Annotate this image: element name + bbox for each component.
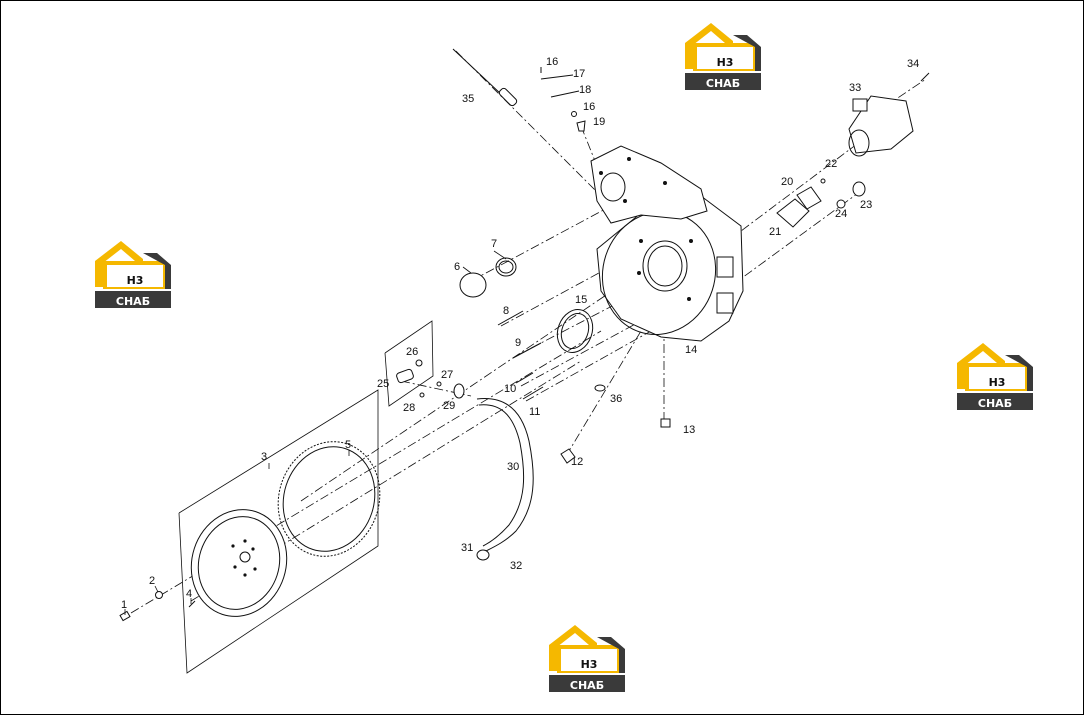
callout-3: 3 xyxy=(261,451,267,463)
callout-12: 12 xyxy=(571,456,583,468)
cover-cap xyxy=(459,257,517,298)
sensor-bracket-frame xyxy=(384,320,465,407)
flywheel-housing xyxy=(596,195,744,342)
callout-36: 36 xyxy=(610,393,622,405)
breather-hose xyxy=(476,398,534,561)
callout-27: 27 xyxy=(441,369,453,381)
callout-8: 8 xyxy=(503,305,509,317)
callout-26: 26 xyxy=(406,346,418,358)
callout-16-bottom: 16 xyxy=(583,101,595,113)
watermark-word: CHAБ xyxy=(116,295,150,308)
flywheel-group-frame xyxy=(178,389,379,674)
callout-33: 33 xyxy=(849,82,861,94)
ring-gear xyxy=(277,441,381,557)
callout-29: 29 xyxy=(443,400,455,412)
callout-2: 2 xyxy=(149,575,155,587)
callout-24: 24 xyxy=(835,208,847,220)
flywheel-bolts xyxy=(119,591,196,622)
watermark-word: CHAБ xyxy=(706,77,740,90)
callout-6: 6 xyxy=(454,261,460,273)
callout-31: 31 xyxy=(461,542,473,554)
callout-19: 19 xyxy=(593,116,605,128)
callout-5: 5 xyxy=(345,439,351,451)
callout-20: 20 xyxy=(781,176,793,188)
callout-10: 10 xyxy=(504,383,516,395)
watermark-logo-bottom: H3 CHAБ xyxy=(549,625,625,692)
watermark-letters: H3 xyxy=(989,376,1006,389)
starter-motor xyxy=(848,72,930,157)
housing-bolts xyxy=(497,310,671,464)
callout-numbers: 1 2 3 4 5 6 7 8 9 10 11 12 13 14 15 16 1… xyxy=(121,56,919,611)
callout-23: 23 xyxy=(860,199,872,211)
watermark-logo-left: H3 CHAБ xyxy=(95,241,171,308)
callout-11: 11 xyxy=(529,406,540,418)
watermark-word: CHAБ xyxy=(978,397,1012,410)
callout-18: 18 xyxy=(579,84,591,96)
callout-4: 4 xyxy=(186,588,192,600)
callout-13: 13 xyxy=(683,424,695,436)
flywheel xyxy=(190,509,288,617)
callout-25: 25 xyxy=(377,378,389,390)
callout-35: 35 xyxy=(462,93,474,105)
explosion-lines xyxy=(130,50,927,614)
callout-22: 22 xyxy=(825,158,837,170)
watermark-letters: H3 xyxy=(581,658,598,671)
watermark-word: CHAБ xyxy=(570,679,604,692)
callout-28: 28 xyxy=(403,402,415,414)
callout-17: 17 xyxy=(573,68,585,80)
callout-34: 34 xyxy=(907,58,919,70)
seal-ring xyxy=(556,309,594,353)
callout-32: 32 xyxy=(510,560,522,572)
callout-14: 14 xyxy=(685,344,697,356)
callout-7: 7 xyxy=(491,238,497,250)
callout-1: 1 xyxy=(121,599,127,611)
callout-21: 21 xyxy=(769,226,781,238)
watermark-logo-top: H3 CHAБ xyxy=(685,23,761,90)
callout-15: 15 xyxy=(575,294,587,306)
watermark-letters: H3 xyxy=(717,56,734,69)
gear-housing xyxy=(590,145,708,224)
watermark-letters: H3 xyxy=(127,274,144,287)
watermark-logo-right: H3 CHAБ xyxy=(957,343,1033,410)
access-cover xyxy=(776,178,866,228)
leader-lines xyxy=(124,250,507,615)
callout-30: 30 xyxy=(507,461,519,473)
dipstick xyxy=(452,48,586,132)
callout-9: 9 xyxy=(515,337,521,349)
callout-16-top: 16 xyxy=(546,56,558,68)
